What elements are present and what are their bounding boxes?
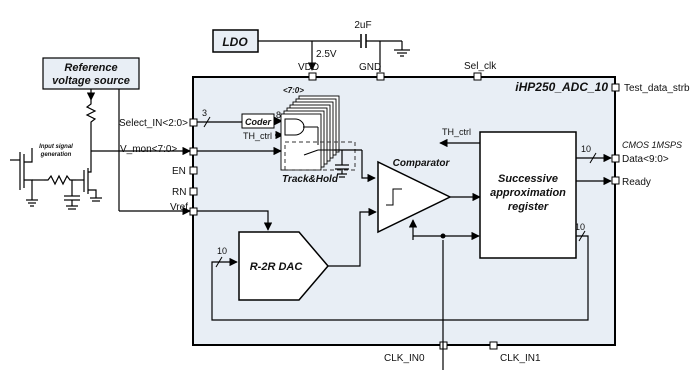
coder-bus-width: 8 — [276, 110, 281, 120]
track-hold-box — [284, 141, 356, 171]
th-ctrl-right-label: TH_ctrl — [442, 127, 471, 137]
feedback-bus — [211, 235, 589, 321]
supply-voltage-label: 2.5V — [316, 49, 337, 60]
pin-vdd-label: VDD — [298, 62, 319, 73]
pin-test-data-strb-label: Test_data_strb — [624, 83, 690, 94]
pin-rn-label: RN — [172, 187, 186, 198]
pin-clk-in1-label: CLK_IN1 — [500, 353, 541, 364]
data-bus-slash — [589, 152, 597, 164]
dac-to-comparator-wire — [328, 207, 377, 267]
cap-value-label: 2uF — [354, 20, 371, 31]
input-capacitor — [64, 180, 80, 210]
ground-left — [26, 199, 38, 207]
dac-label: R-2R DAC — [250, 261, 304, 273]
select-bus-width: 3 — [202, 108, 207, 118]
input-signal-line1: Input signal — [39, 144, 73, 150]
pin-en — [189, 166, 198, 175]
pin-data-label: Data<9:0> — [622, 154, 669, 165]
input-signal-line2: generation — [40, 152, 72, 158]
chip-title: iHP250_ADC_10 — [515, 80, 608, 94]
reference-resistor — [85, 100, 97, 126]
reference-source-block — [42, 57, 140, 90]
pin-v-mon-label: V_mon<7:0> — [120, 144, 177, 155]
reference-source-line1: Reference — [64, 62, 117, 74]
pin-test-data-strb — [611, 83, 620, 92]
select-bus-slash — [203, 116, 211, 128]
ldo-label: LDO — [222, 35, 248, 49]
pin-data — [611, 154, 620, 163]
th-to-comparator-wire — [361, 150, 376, 183]
pin-select-in-label: Select_IN<2:0> — [119, 118, 188, 129]
reference-source-line2: voltage source — [52, 75, 130, 87]
pin-gnd — [376, 72, 385, 81]
sar-label-line3: register — [508, 201, 549, 213]
input-transistor-right — [76, 166, 102, 202]
pin-ready-label: Ready — [622, 177, 651, 188]
dac-bus-width: 10 — [217, 246, 227, 256]
clock-junction — [440, 233, 446, 239]
dac-block — [238, 231, 329, 301]
pin-rn — [189, 187, 198, 196]
comparator-triangle — [377, 160, 452, 234]
ground-symbol — [394, 49, 410, 57]
vref-to-dac-wire — [197, 210, 273, 231]
pin-clk-in0-label: CLK_IN0 — [384, 353, 425, 364]
feedback-bus-width: 10 — [575, 222, 585, 232]
track-hold-label: Track&Hold — [282, 174, 339, 185]
pin-sel-clk — [473, 72, 482, 81]
feedback-bus-slash — [578, 230, 586, 242]
pin-vref-label: Vref — [170, 202, 188, 213]
pin-en-label: EN — [172, 166, 186, 177]
track-hold-switch — [303, 126, 334, 156]
cmos-tag: CMOS 1MSPS — [622, 140, 682, 150]
pin-gnd-label: GND — [359, 62, 381, 73]
data-bus-width: 10 — [581, 144, 591, 154]
switch-array-bus-label: <7:0> — [283, 86, 304, 95]
pin-v-mon — [189, 147, 198, 156]
coder-label: Coder — [245, 117, 272, 127]
hold-capacitor — [335, 150, 349, 178]
sar-label-line1: Successive — [498, 173, 558, 185]
sar-label-line2: approximation — [490, 187, 566, 199]
pin-vdd — [308, 72, 317, 81]
pin-ready — [611, 176, 620, 185]
pin-clk-in1 — [489, 341, 498, 350]
sar-block — [479, 131, 577, 259]
input-resistor — [44, 174, 76, 186]
and-gate — [284, 118, 305, 136]
comparator-label: Comparator — [393, 158, 451, 169]
pin-sel-clk-label: Sel_clk — [464, 61, 497, 72]
hysteresis-symbol — [386, 188, 402, 206]
th-ctrl-left-label: TH_ctrl — [243, 131, 272, 141]
dac-bus-slash — [215, 256, 223, 268]
pin-select-in — [189, 118, 198, 127]
pin-vref — [189, 207, 198, 216]
input-transistor-left — [10, 148, 44, 200]
